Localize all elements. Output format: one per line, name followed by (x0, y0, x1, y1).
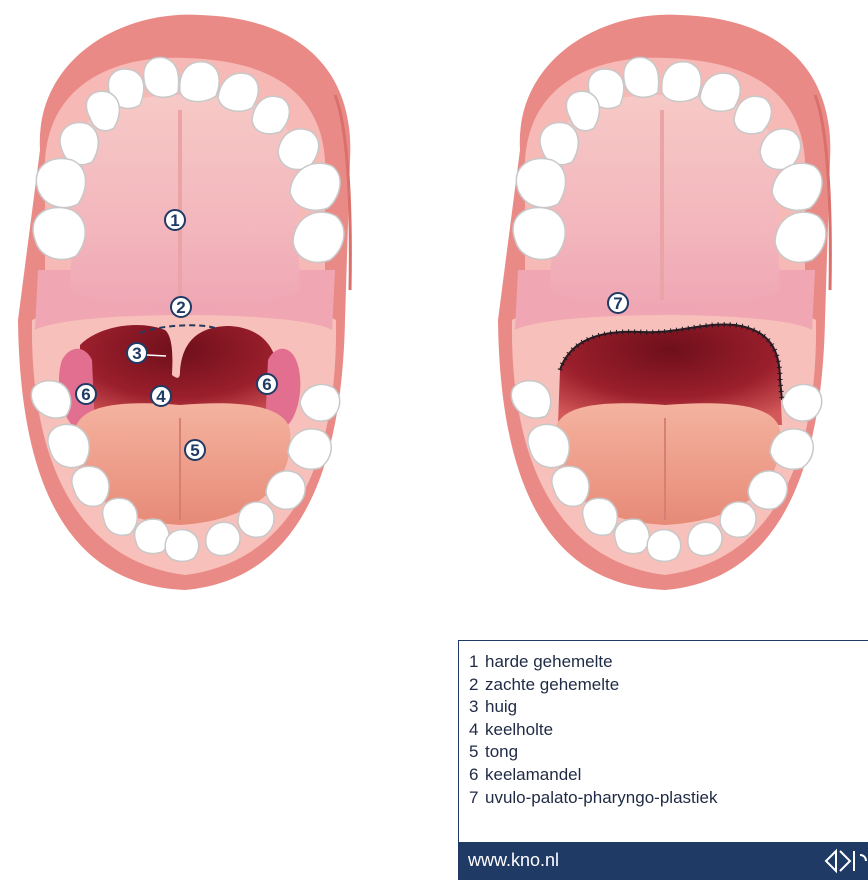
marker-5: 5 (185, 440, 205, 460)
marker-1-label: 1 (170, 211, 179, 230)
legend-item-1-number: 1 (469, 651, 485, 674)
mouth-after-surgery (498, 15, 830, 590)
marker-2-label: 2 (176, 298, 185, 317)
legend-item-4-text: keelholte (485, 720, 553, 739)
legend-item-5-number: 5 (469, 741, 485, 764)
footer-bar: www.kno.nl (458, 842, 868, 880)
marker-6-left-label: 6 (81, 385, 90, 404)
legend-item-1-text: harde gehemelte (485, 652, 613, 671)
legend-item-3-text: huig (485, 697, 517, 716)
marker-6-left: 6 (76, 384, 96, 404)
legend-item-2-number: 2 (469, 674, 485, 697)
legend-item-3-number: 3 (469, 696, 485, 719)
marker-7: 7 (608, 293, 628, 313)
footer-url-link[interactable]: www.kno.nl (468, 850, 559, 871)
marker-6-right: 6 (257, 374, 277, 394)
marker-7-label: 7 (613, 294, 622, 313)
kno-logo-icon (822, 845, 868, 877)
legend-item-6-text: keelamandel (485, 765, 581, 784)
legend-item-5-text: tong (485, 742, 518, 761)
marker-3-label: 3 (132, 344, 141, 363)
legend-item-6-number: 6 (469, 764, 485, 787)
marker-3-leader (147, 355, 166, 356)
marker-2: 2 (171, 297, 191, 317)
legend-item-4-number: 4 (469, 719, 485, 742)
legend-item-7-text: uvulo-palato-pharyngo-plastiek (485, 788, 717, 807)
marker-4-label: 4 (156, 387, 166, 406)
legend-item-7-number: 7 (469, 787, 485, 810)
marker-4: 4 (151, 386, 171, 406)
marker-5-label: 5 (190, 441, 199, 460)
marker-6-right-label: 6 (262, 375, 271, 394)
mouth-illustration: 1 2 3 4 5 6 6 7 (0, 0, 868, 620)
legend-item-2-text: zachte gehemelte (485, 675, 619, 694)
marker-1: 1 (165, 210, 185, 230)
